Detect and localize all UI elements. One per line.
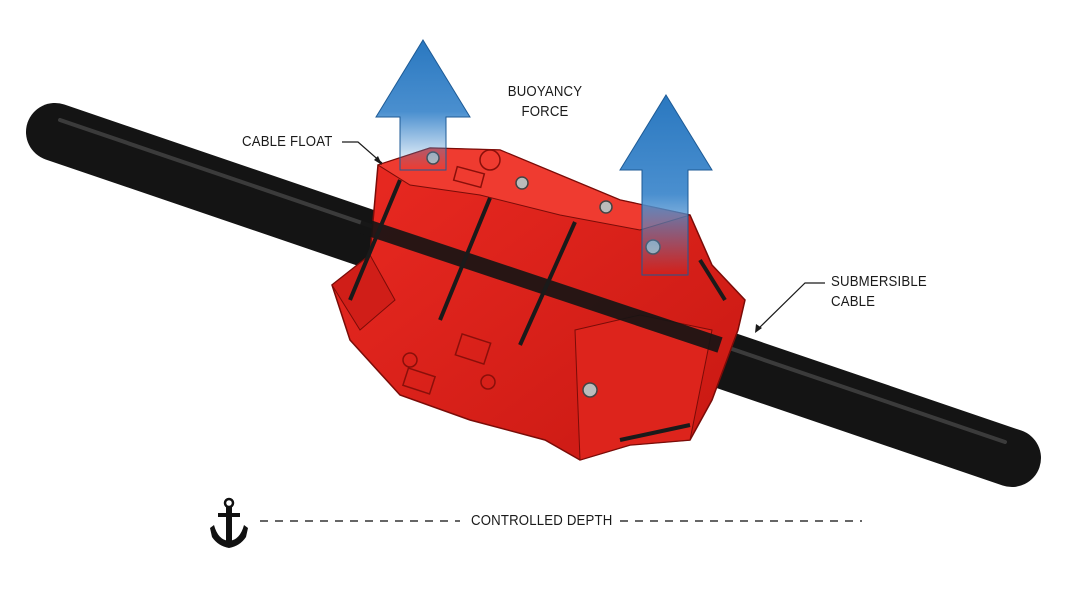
- buoyancy-arrow-icon: [375, 39, 471, 171]
- buoyancy-force-label-line1: BUOYANCY: [507, 83, 583, 100]
- submersible-cable-label: SUBMERSIBLE CABLE: [831, 272, 927, 312]
- buoyancy-force-label-line2: FORCE: [521, 103, 569, 120]
- submersible-cable-pointer-arrowhead: [755, 324, 762, 333]
- buoyancy-arrow-icon: [619, 94, 713, 276]
- buoyancy-force-label: BUOYANCY FORCE: [504, 82, 587, 122]
- anchor-icon: [210, 497, 248, 548]
- controlled-depth-label: CONTROLLED DEPTH: [471, 512, 613, 529]
- leader-lines: [342, 141, 825, 331]
- cable-float-pointer-arrowhead: [374, 156, 382, 165]
- cable-float-label: CABLE FLOAT: [242, 133, 333, 150]
- cable-float: [331, 147, 746, 461]
- submersible-cable-label-line1: SUBMERSIBLE: [831, 273, 927, 290]
- submersible-cable-label-line2: CABLE: [831, 293, 876, 310]
